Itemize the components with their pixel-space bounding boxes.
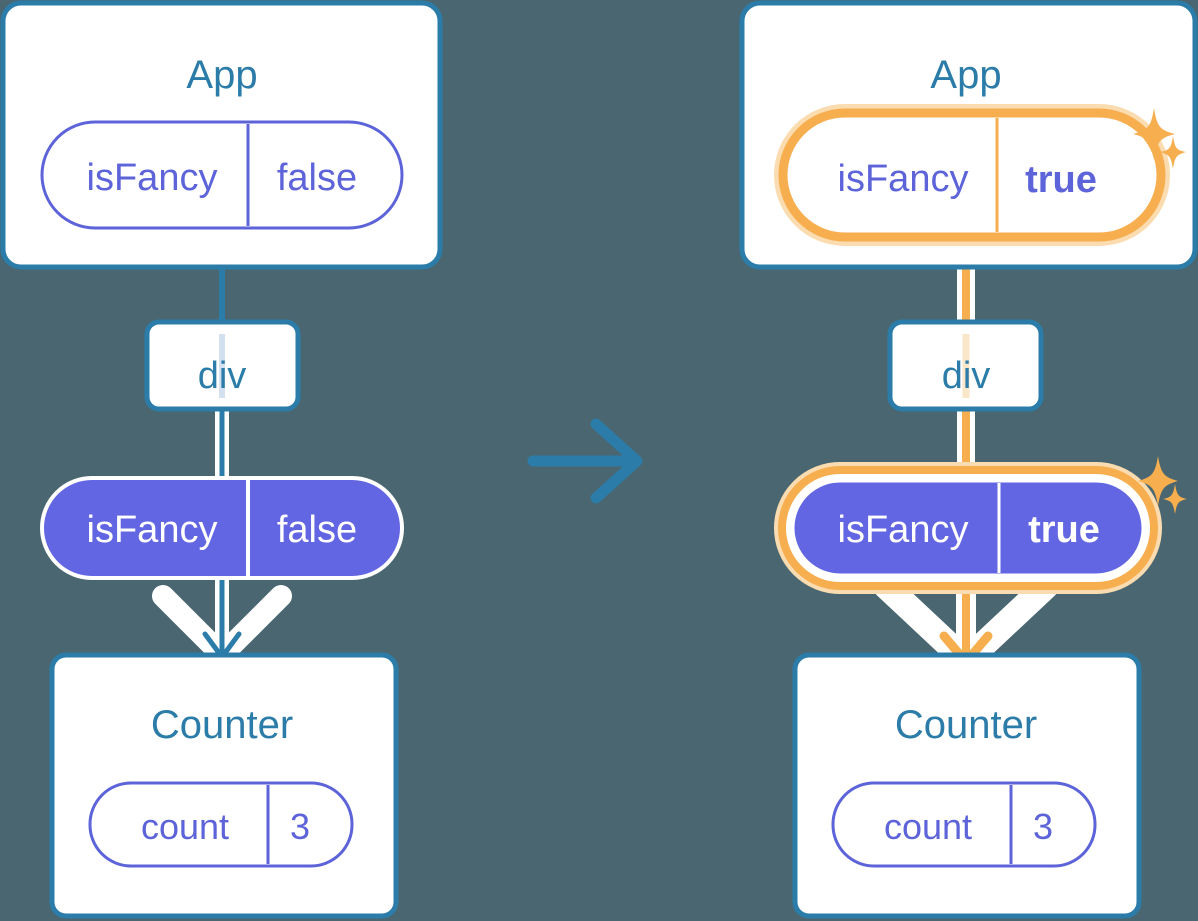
prop-pill-key-label: isFancy (87, 509, 218, 551)
counter-label: Counter (151, 703, 293, 747)
pill-value-label: true (1025, 159, 1097, 201)
pill-highlight-ring (778, 108, 1166, 242)
prop-pill-frame (791, 479, 1145, 577)
sparkle-icon-prop (1138, 456, 1187, 514)
counter-label: Counter (895, 703, 1037, 747)
sparkle-large-icon (1133, 108, 1175, 160)
prop-pill-key-label: isFancy (838, 509, 969, 551)
counter-box-before[interactable]: Counter count 3 (49, 652, 399, 919)
app-label: App (930, 53, 1001, 97)
sparkle-large-icon (1138, 456, 1178, 506)
counter-box-after[interactable]: Counter count 3 (792, 652, 1142, 919)
div-label: div (198, 355, 247, 397)
counter-pill-value-label: 3 (290, 806, 310, 847)
counter-pill-value-label: 3 (1033, 806, 1053, 847)
arrow-right-icon (527, 418, 643, 504)
div-box-before[interactable]: div (144, 319, 301, 412)
div-box-after[interactable]: div (887, 319, 1044, 412)
pill-frame (40, 120, 404, 230)
prop-pill-frame (40, 476, 404, 580)
counter-pill-frame (88, 781, 354, 868)
div-label: div (942, 355, 991, 397)
panel-after: App isFancy true div (739, 0, 1198, 919)
counter-pill-key-label: count (141, 806, 229, 847)
prop-pill-before[interactable]: isFancy false (40, 476, 404, 580)
counter-state-pill-before[interactable]: count 3 (88, 781, 354, 868)
sparkle-icon-app (1133, 108, 1186, 169)
app-state-pill-before[interactable]: isFancy false (40, 120, 404, 230)
app-state-pill-after[interactable]: isFancy true (774, 104, 1170, 246)
counter-pill-frame (831, 781, 1097, 868)
prop-pill-value-label: true (1028, 509, 1100, 551)
prop-pill-value-label: false (277, 509, 357, 551)
prop-pill-after[interactable]: isFancy true (774, 462, 1162, 594)
sparkle-small-icon (1163, 484, 1187, 514)
counter-pill-key-label: count (884, 806, 972, 847)
counter-state-pill-after[interactable]: count 3 (831, 781, 1097, 868)
pill-key-label: isFancy (87, 157, 218, 199)
app-label: App (186, 53, 257, 97)
sparkle-small-icon (1160, 136, 1186, 169)
pill-value-label: false (277, 157, 357, 199)
pill-key-label: isFancy (838, 158, 969, 200)
panel-before: App isFancy false div isFancy false (0, 0, 443, 919)
